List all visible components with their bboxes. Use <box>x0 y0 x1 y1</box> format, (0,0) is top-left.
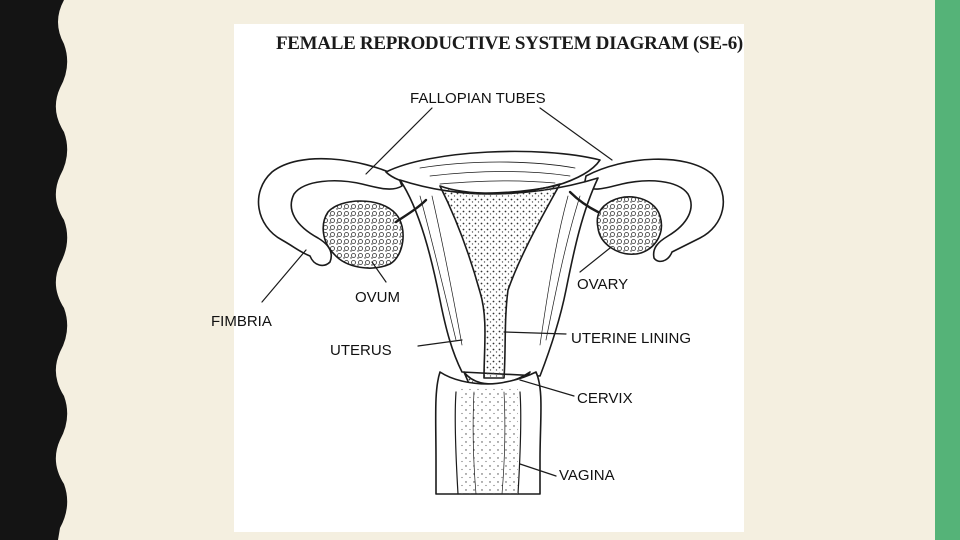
leader-cervix <box>519 379 575 397</box>
label-cervix: CERVIX <box>577 390 633 407</box>
label-ovum: OVUM <box>355 289 400 306</box>
leader-uterus <box>417 339 463 347</box>
left-ovary <box>322 200 404 269</box>
wavy-left-border <box>0 0 68 540</box>
label-fallopian-tubes: FALLOPIAN TUBES <box>410 90 546 107</box>
left-ovarian-ligament <box>394 198 428 224</box>
leader-ovum <box>371 261 387 283</box>
label-ovary: OVARY <box>577 276 629 293</box>
leader-uterine-lining <box>503 331 567 335</box>
right-fallopian-tube <box>583 158 725 263</box>
right-ovarian-ligament <box>568 190 600 214</box>
accent-bar <box>935 0 960 540</box>
leader-fallopian-left <box>365 107 433 175</box>
leader-ovary <box>579 247 611 273</box>
diagram-title: FEMALE REPRODUCTIVE SYSTEM DIAGRAM (SE-6… <box>276 33 743 54</box>
label-uterine-lining: UTERINE LINING <box>571 330 692 347</box>
right-ovary <box>596 196 663 255</box>
uterine-lining <box>439 183 561 379</box>
leader-fallopian-right <box>539 107 613 161</box>
label-vagina: VAGINA <box>559 467 615 484</box>
label-fimbria: FIMBRIA <box>211 313 272 330</box>
leader-vagina <box>519 463 557 477</box>
label-uterus: UTERUS <box>330 342 392 359</box>
leader-fimbria <box>261 249 307 303</box>
left-border-shape <box>0 0 68 540</box>
left-fallopian-tube <box>257 157 403 267</box>
